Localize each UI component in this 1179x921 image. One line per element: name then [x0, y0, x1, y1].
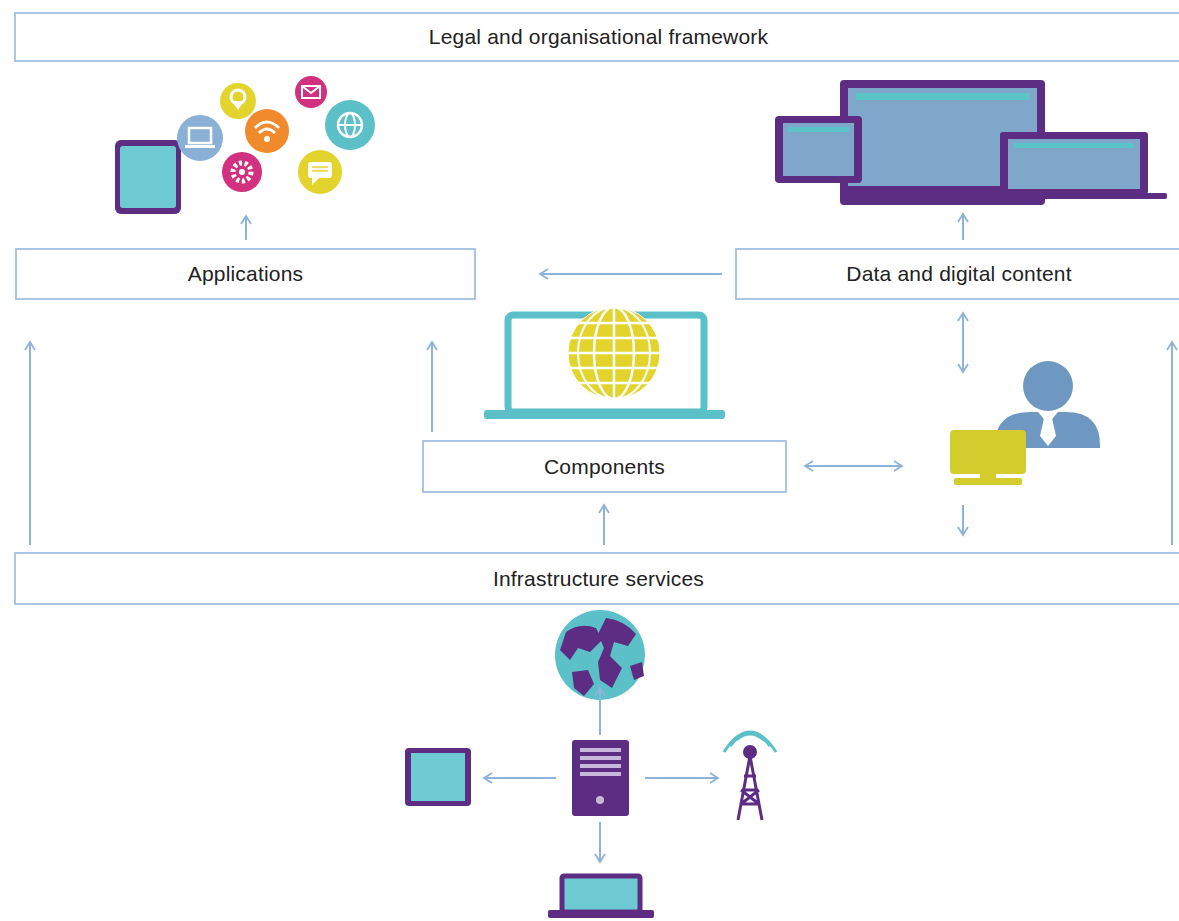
app-icons [245, 109, 289, 153]
network-infrastructure [560, 626, 602, 660]
app-icons [232, 101, 244, 110]
network-infrastructure [405, 748, 471, 806]
node-label: Infrastructure services [493, 567, 704, 591]
arrow [484, 777, 556, 779]
app-icons [295, 76, 327, 108]
app-icons [220, 83, 256, 119]
app-icons [264, 136, 270, 142]
layer-box: Data and digital content [735, 248, 1179, 300]
connector-arrow [603, 505, 605, 545]
node-label: Legal and organisational framework [429, 25, 769, 49]
app-icons [177, 115, 223, 161]
node-label: Components [544, 455, 665, 479]
network-infrastructure [572, 670, 594, 696]
arrow [805, 465, 902, 467]
node-label: Applications [188, 262, 304, 286]
network-infrastructure [598, 618, 636, 688]
devices [1008, 139, 1140, 189]
network-infrastructure [596, 796, 604, 804]
user-icon [954, 478, 1022, 485]
devices [905, 194, 979, 200]
network-infrastructure [580, 764, 621, 768]
app-icons [239, 169, 245, 175]
app-icons [189, 128, 211, 143]
network-infrastructure [405, 610, 776, 918]
app-icons [222, 152, 262, 192]
arrow [599, 822, 601, 862]
network-infrastructure [411, 753, 465, 801]
app-icons [302, 86, 320, 93]
network-infrastructure [630, 662, 644, 680]
app-icons [325, 100, 375, 150]
devices [775, 116, 862, 183]
app-icons [255, 122, 279, 133]
arrow [962, 214, 964, 240]
laptop-globe [577, 382, 651, 385]
arrow [645, 777, 718, 779]
network-infrastructure [580, 756, 621, 760]
app-icons [302, 86, 320, 98]
app-icons [338, 124, 362, 126]
devices [1000, 132, 1148, 194]
arrow [962, 313, 964, 372]
devices [788, 127, 849, 132]
devices [985, 193, 1167, 199]
network-infrastructure [724, 732, 776, 752]
app-icons [120, 146, 176, 208]
arrow [599, 688, 601, 735]
network-infrastructure [572, 740, 629, 816]
app-icons [115, 140, 181, 214]
app-icons [312, 178, 319, 185]
network-infrastructure [562, 876, 640, 912]
connector-arrow [29, 342, 31, 545]
app-icons [312, 166, 328, 168]
arrow [962, 505, 964, 535]
app-icons [185, 145, 215, 148]
connector-arrow [540, 273, 722, 275]
laptop-globe [570, 367, 658, 370]
network-infrastructure [738, 756, 762, 820]
connector-arrow [431, 342, 433, 432]
laptop-globe [568, 352, 660, 355]
laptop-globe [577, 322, 651, 325]
framework-band: Legal and organisational framework [14, 12, 1179, 62]
connector-arrow [1171, 342, 1173, 545]
app-icons [298, 150, 342, 194]
laptop-globe [568, 307, 660, 399]
laptop-globe [484, 410, 725, 419]
network-infrastructure [548, 910, 654, 918]
network-infrastructure [580, 748, 621, 752]
app-icons [312, 170, 328, 172]
app-icons [233, 163, 251, 181]
user-icon [1023, 361, 1073, 411]
user-icon [950, 430, 1026, 474]
app-icons [115, 76, 375, 214]
layer-box: Components [422, 440, 787, 493]
network-infrastructure [580, 772, 621, 776]
devices [783, 123, 854, 176]
laptop-globe [568, 307, 660, 399]
user-icon [950, 361, 1100, 485]
layer-box: Applications [15, 248, 476, 300]
user-icon [1040, 418, 1056, 446]
devices [856, 93, 1029, 100]
infrastructure-band: Infrastructure services [14, 552, 1179, 605]
devices [1014, 143, 1134, 148]
app-icons [308, 162, 332, 178]
app-icons [338, 113, 362, 137]
arrow [245, 216, 247, 240]
node-label: Data and digital content [846, 262, 1071, 286]
network-infrastructure [555, 610, 645, 700]
laptop-globe [570, 337, 658, 340]
laptop-globe [484, 307, 725, 419]
devices [775, 80, 1167, 205]
